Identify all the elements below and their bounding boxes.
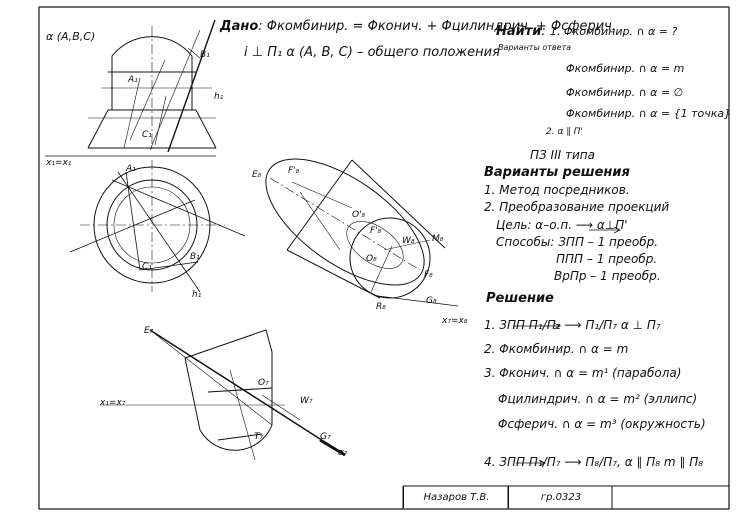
point-label: A₁ <box>126 164 136 174</box>
find-item-2: 2. α ∥ П' <box>546 127 583 137</box>
variant-2: Φкомбинир. ∩ α = ∅ <box>566 86 684 99</box>
author-name: Назаров Т.В. <box>423 491 490 503</box>
given-header: Дано <box>220 19 259 34</box>
find-block: Найти: 1. Φкомбинир. ∩ α = ? <box>496 24 678 39</box>
auxiliary-projection-p7 <box>100 329 346 461</box>
variants-header: Варианты ответа <box>498 43 572 52</box>
solution-step-1: 1. ЗПП П₁/П₂ ⟶ П₁/П₇ α ⊥ П₇ <box>484 318 661 332</box>
way-ppp: ППП – 1 преобр. <box>556 252 658 266</box>
solution-step-3: 3. Φконич. ∩ α = m¹ (парабола) <box>484 366 682 380</box>
point-label: T₇ <box>254 432 264 442</box>
method-1: 1. Метод посредников. <box>484 183 630 197</box>
axis-label: x₁=x₁ <box>46 158 72 168</box>
goal: Цель: α–о.п. ⟶ α⊥П' <box>496 218 628 232</box>
point-label: α₇ <box>338 448 348 458</box>
solution-step-3b: Φцилиндрич. ∩ α = m² (эллипс) <box>498 392 698 406</box>
formula-arrows <box>513 226 621 467</box>
ways: Способы: ЗПП – 1 преобр. <box>496 235 659 249</box>
point-label: E₈ <box>252 170 262 180</box>
solution-variants-header: Варианты решения <box>484 165 630 180</box>
point-label: B₁ <box>190 252 200 262</box>
variant-3: Φкомбинир. ∩ α = {1 точка} <box>566 107 732 120</box>
point-label: W₈ <box>402 236 415 246</box>
point-label: B₁ <box>200 50 210 60</box>
given-block: Дано: Φкомбинир. = Φконич. + Φцилиндрич.… <box>220 19 616 34</box>
point-label: O₇ <box>258 378 269 388</box>
point-label: F'₈ <box>370 226 382 236</box>
problem-type: ПЗ III типа <box>530 148 595 162</box>
sheet-frame <box>38 6 730 510</box>
axis-label: x₁=x₇ <box>100 398 126 408</box>
front-projection <box>45 19 217 157</box>
method-2: 2. Преобразование проекций <box>484 200 670 214</box>
point-label: R₈ <box>376 302 386 312</box>
find-header: Найти <box>496 24 542 39</box>
variant-1: Φкомбинир. ∩ α = m <box>566 62 685 75</box>
point-label: C₁ <box>142 130 152 140</box>
solution-header: Решение <box>486 291 554 306</box>
point-label: E₇ <box>144 326 154 336</box>
way-vrpr: ВрПр – 1 преобр. <box>554 269 661 283</box>
point-label: A₁ <box>128 75 138 85</box>
point-label: F₈ <box>424 270 433 280</box>
point-label: h₁ <box>192 290 202 300</box>
solution-step-2: 2. Φкомбинир. ∩ α = m <box>484 342 629 356</box>
point-label: C₁ <box>142 262 152 272</box>
point-label: W₇ <box>300 396 313 406</box>
stamp-author: Назаров Т.В. <box>403 486 509 508</box>
given-formula: Φкомбинир. = Φконич. + Φцилиндрич. + Φсф… <box>266 19 616 34</box>
axis-label: x₇=x₈ <box>442 316 468 326</box>
given-condition: i ⊥ П₁ α (A, B, C) – общего положения <box>244 45 500 60</box>
auxiliary-projection-p8 <box>265 158 459 307</box>
plane-label: α (A,B,C) <box>46 30 96 43</box>
find-item-1: 1. Φкомбинир. ∩ α = ? <box>549 25 678 38</box>
point-label: O'₈ <box>352 210 366 220</box>
point-label: h₁ <box>214 92 224 102</box>
solution-step-3c: Φсферич. ∩ α = m³ (окружность) <box>498 417 706 431</box>
point-label: G₇ <box>320 432 331 442</box>
stamp-group: гр.0323 <box>508 486 613 508</box>
top-projection <box>69 160 246 293</box>
point-label: G₈ <box>426 296 437 306</box>
solution-step-4: 4. ЗПП П₁/П₇ ⟶ П₈/П₇, α ∥ П₈ m ∥ П₈ <box>484 455 704 469</box>
group-number: гр.0323 <box>540 491 582 503</box>
point-label: M₈ <box>432 234 444 244</box>
point-label: O₈ <box>366 254 377 264</box>
point-label: F'₈ <box>288 166 300 176</box>
